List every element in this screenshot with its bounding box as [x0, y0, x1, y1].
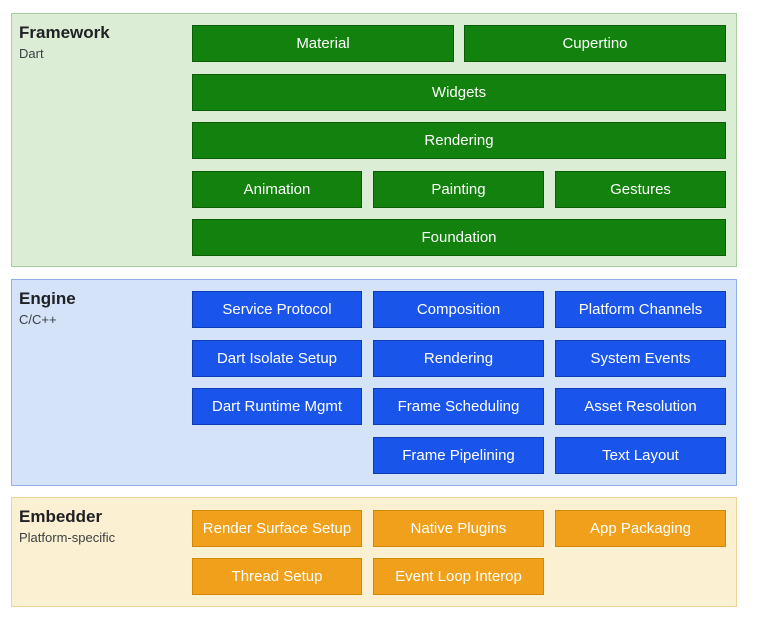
embedder-title: Embedder — [19, 507, 103, 526]
box-animation: Animation — [192, 171, 362, 208]
framework-layer: Framework Dart Material Cupertino Widget… — [11, 13, 737, 267]
box-text-layout: Text Layout — [555, 437, 726, 474]
framework-title: Framework — [19, 23, 110, 42]
engine-layer: Engine C/C++ Service Protocol Compositio… — [11, 279, 737, 486]
embedder-layer: Embedder Platform-specific Render Surfac… — [11, 497, 737, 607]
engine-title: Engine — [19, 289, 76, 308]
box-dart-isolate-setup: Dart Isolate Setup — [192, 340, 362, 377]
box-asset-resolution: Asset Resolution — [555, 388, 726, 425]
box-frame-pipelining: Frame Pipelining — [373, 437, 544, 474]
box-app-packaging: App Packaging — [555, 510, 726, 547]
box-material: Material — [192, 25, 454, 62]
box-composition: Composition — [373, 291, 544, 328]
embedder-subtitle: Platform-specific — [19, 530, 116, 545]
box-foundation: Foundation — [192, 219, 726, 256]
box-system-events: System Events — [555, 340, 726, 377]
box-rendering-framework: Rendering — [192, 122, 726, 159]
box-service-protocol: Service Protocol — [192, 291, 362, 328]
box-gestures: Gestures — [555, 171, 726, 208]
box-native-plugins: Native Plugins — [373, 510, 544, 547]
box-rendering-engine: Rendering — [373, 340, 544, 377]
box-event-loop-interop: Event Loop Interop — [373, 558, 544, 595]
engine-subtitle: C/C++ — [19, 312, 57, 327]
box-frame-scheduling: Frame Scheduling — [373, 388, 544, 425]
box-thread-setup: Thread Setup — [192, 558, 362, 595]
framework-subtitle: Dart — [19, 46, 44, 61]
box-painting: Painting — [373, 171, 544, 208]
box-dart-runtime-mgmt: Dart Runtime Mgmt — [192, 388, 362, 425]
box-widgets: Widgets — [192, 74, 726, 111]
box-platform-channels: Platform Channels — [555, 291, 726, 328]
box-render-surface-setup: Render Surface Setup — [192, 510, 362, 547]
box-cupertino: Cupertino — [464, 25, 726, 62]
